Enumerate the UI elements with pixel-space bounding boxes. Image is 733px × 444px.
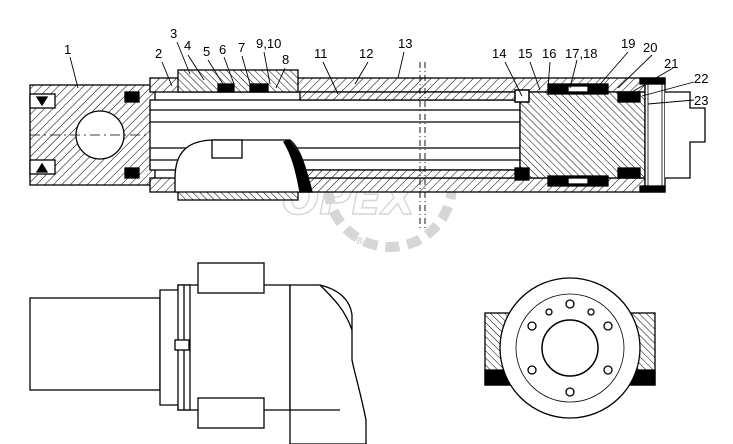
callout-16: 16 (542, 46, 556, 61)
callout-5: 5 (203, 44, 210, 59)
end-view-bolt-circle (515, 293, 625, 403)
callout-6: 6 (219, 42, 226, 57)
callout-20: 20 (643, 40, 657, 55)
gland-seal-b (249, 83, 269, 93)
cylinder-end-view (484, 277, 656, 419)
rod-inner-tube-bottom (299, 169, 521, 179)
piston-ring-top-gap (567, 85, 589, 93)
callout-23: 23 (694, 93, 708, 108)
end-view-center-bore (541, 319, 599, 377)
rod-end-key (174, 339, 190, 351)
callout-21: 21 (664, 56, 678, 71)
end-view-bolt-hole-1 (565, 299, 575, 309)
end-view-bolt-hole-8 (587, 308, 595, 316)
rod-inner-tube-top (299, 91, 521, 101)
rod-eye-seal-left-top (35, 96, 49, 107)
rod-eye-seal-top (124, 91, 140, 103)
callout-12: 12 (359, 46, 373, 61)
callout-7: 7 (238, 40, 245, 55)
end-view-bolt-hole-2 (603, 321, 613, 331)
callout-2: 2 (155, 46, 162, 61)
end-view-bolt-hole-6 (527, 321, 537, 331)
end-view-bolt-hole-4 (565, 387, 575, 397)
cylinder-bottom-cap-inner (647, 81, 663, 189)
rod-eye-seal-left-bottom (35, 162, 49, 173)
cylinder-section-view (29, 62, 706, 230)
callout-8: 8 (282, 52, 289, 67)
cylinder-bottom-boss (665, 91, 706, 179)
callout-22: 22 (694, 71, 708, 86)
callout-14: 14 (492, 46, 506, 61)
gland-seal-a (217, 83, 235, 93)
callout-1: 1 (64, 42, 71, 57)
callout-13: 13 (398, 36, 412, 51)
rod-end-break-line (319, 284, 353, 331)
callout-17-18: 17,18 (565, 46, 598, 61)
gland-top (177, 69, 299, 93)
rod-end-shaft (29, 297, 161, 391)
leader-lines (69, 41, 695, 105)
watermark-label: ® (356, 236, 364, 247)
callout-3: 3 (170, 26, 177, 41)
callout-15: 15 (518, 46, 532, 61)
end-view-bolt-hole-7 (545, 308, 553, 316)
piston-head (519, 91, 646, 179)
cylinder-bottom-corner-bottom (639, 185, 666, 193)
callout-4: 4 (184, 38, 191, 53)
cylinder-bottom-corner-top (639, 77, 666, 85)
piston-end-ring-bottom (617, 167, 641, 179)
rod-cutaway-shadow (283, 139, 313, 193)
rod-end-lug-bottom (197, 397, 265, 429)
rod-eye-seal-bottom (124, 167, 140, 179)
piston-seal-b (514, 167, 530, 181)
callout-11: 11 (314, 46, 328, 61)
rod-end-external-view (29, 262, 367, 444)
rod-end-lug-top (197, 262, 265, 294)
rod-end-body (289, 284, 367, 444)
end-view-bolt-hole-3 (603, 365, 613, 375)
piston-end-ring-top (617, 91, 641, 103)
callout-9-10: 9,10 (256, 36, 281, 51)
callout-labels: 1 2 3 4 5 6 7 9,10 8 11 12 13 14 15 16 1… (64, 26, 708, 108)
callout-19: 19 (621, 36, 635, 51)
piston-ring-bottom-gap (567, 177, 589, 185)
rod-cutaway-notch (211, 139, 243, 159)
end-view-bolt-hole-5 (527, 365, 537, 375)
